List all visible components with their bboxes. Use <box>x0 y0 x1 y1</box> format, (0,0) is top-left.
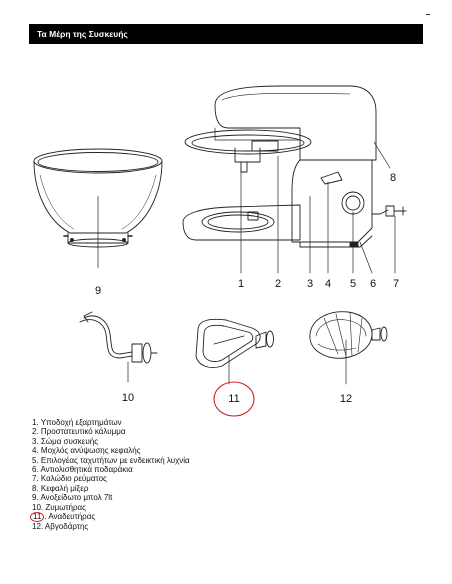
legend-item: 1. Υποδοχή εξαρτημάτων <box>32 418 122 427</box>
legend-item-highlighted: 11. Αναδευτήρας <box>30 512 392 523</box>
legend-item: 5. Επιλογέας ταχυτήτων με ενδεικτική λυχ… <box>32 455 190 465</box>
legend-item: 12. Αβγοδάρτης <box>32 522 89 532</box>
highlight-circle-11 <box>213 381 255 417</box>
legend-item: 7. Καλώδιο ρεύματος <box>32 474 107 484</box>
legend-item: 4. Μοχλός ανύψωσης κεφαλής <box>32 446 141 456</box>
dough-hook-illustration <box>79 311 158 383</box>
legend-number-circled: 11 <box>30 512 45 523</box>
legend-item: 2. Προστατευτικό κάλυμμα <box>32 427 126 437</box>
legend-item: 10. Ζυμωτήρας <box>32 502 87 512</box>
callout-9: 9 <box>94 285 102 297</box>
callout-6: 6 <box>369 278 377 290</box>
whisk-illustration <box>309 311 388 385</box>
callout-10: 10 <box>121 392 135 404</box>
leader-lines-upper <box>97 141 396 274</box>
callout-5: 5 <box>349 278 357 290</box>
callout-11: 11 <box>228 393 240 405</box>
callout-1: 1 <box>237 278 245 290</box>
callout-3: 3 <box>306 278 314 290</box>
parts-legend: 1. Υποδοχή εξαρτημάτων 2. Προστατευτικό … <box>30 418 392 532</box>
callout-8: 8 <box>389 172 397 184</box>
section-header: Τα Μέρη της Συσκευής <box>29 24 423 44</box>
legend-item: 3. Σώμα συσκευής <box>32 436 99 446</box>
mixer-body-illustration <box>182 85 407 248</box>
legend-item: 6. Αντιολισθητικά ποδαράκια <box>32 465 133 475</box>
flat-beater-illustration <box>195 318 274 385</box>
legend-item: 9. Ανοξείδωτο μπολ 7lt <box>32 493 113 503</box>
callout-7: 7 <box>392 278 400 290</box>
callout-12: 12 <box>339 393 353 405</box>
legend-item: 8. Κεφαλή μίξερ <box>32 483 89 493</box>
callout-4: 4 <box>324 278 332 290</box>
callout-2: 2 <box>274 278 282 290</box>
corner-mark <box>426 14 430 15</box>
